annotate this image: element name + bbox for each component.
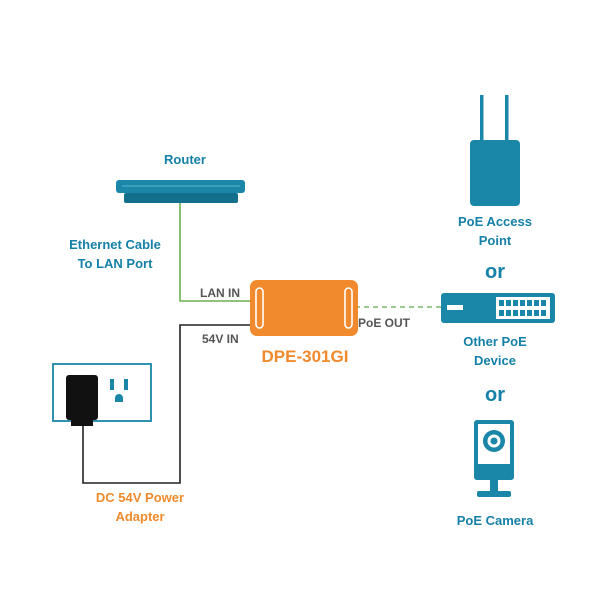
access-point-label-line2: Point [478,233,512,248]
other-device-label: Other PoE Device [440,332,550,370]
power-adapter-label-line2: Adapter [115,509,165,524]
ethernet-cable-line [179,203,253,302]
other-device-label-line2: Device [474,353,516,368]
camera-icon [474,420,514,497]
lan-in-label: LAN IN [200,286,240,300]
access-point-icon [470,95,520,206]
router-label: Router [164,152,206,167]
ethernet-cable-label: Ethernet Cable To LAN Port [52,235,178,273]
injector-icon [250,280,358,336]
or-connector-1: or [485,261,505,283]
injector-name-label: DPE-301GI [261,347,349,366]
ethernet-cable-label-line2: To LAN Port [77,256,153,271]
camera-label: PoE Camera [456,513,534,528]
power-adapter-icon [66,375,98,426]
ethernet-cable-label-line1: Ethernet Cable [69,237,161,252]
router-icon [116,180,245,203]
or-connector-2: or [485,384,505,406]
poe-out-label: PoE OUT [358,316,411,330]
other-device-label-line1: Other PoE [463,334,527,349]
power-adapter-label-line1: DC 54V Power [95,490,185,505]
dc-in-label: 54V IN [202,332,239,346]
dc-power-cable-line [82,324,253,484]
access-point-label-line1: PoE Access [458,214,532,229]
poe-switch-icon [441,293,555,323]
access-point-label: PoE Access Point [440,212,550,250]
power-adapter-label: DC 54V Power Adapter [70,488,210,526]
